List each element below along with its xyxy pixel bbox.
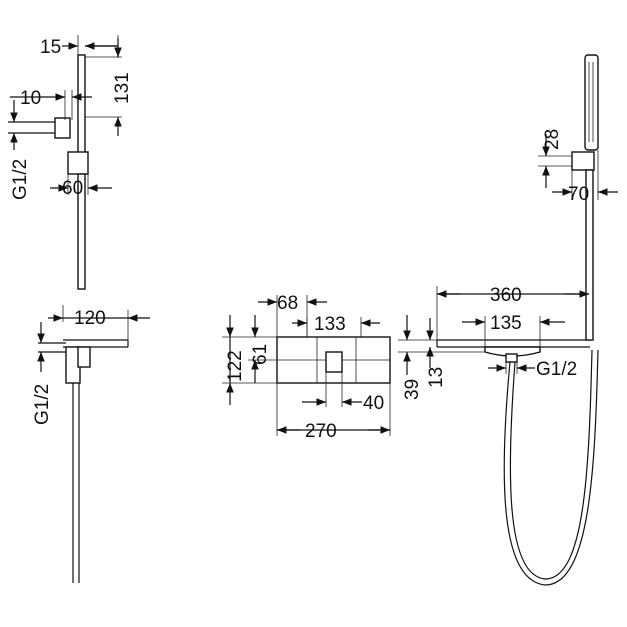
dim-label-68: 68 xyxy=(277,293,298,314)
rail-holder-block xyxy=(67,151,89,175)
dim-label-39: 39 xyxy=(402,379,423,400)
rail-bar-upper xyxy=(77,54,86,156)
dim-39: 39 xyxy=(398,315,485,400)
hand-shower xyxy=(584,54,599,151)
dim-270: 270 xyxy=(276,383,391,442)
dim-label-133: 133 xyxy=(314,314,346,335)
dim-label-15: 15 xyxy=(40,37,61,58)
dim-label-135: 135 xyxy=(490,313,522,334)
rail-bar-lower xyxy=(77,173,86,290)
dim-label-131: 131 xyxy=(112,72,133,104)
control-knob xyxy=(325,351,343,373)
dim-61: 61 xyxy=(248,315,277,383)
dim-g12-view1: G1/2 xyxy=(10,100,31,200)
dim-label-120: 120 xyxy=(74,308,106,329)
dim-28: 28 xyxy=(538,129,572,188)
dim-g12-view2: G1/2 xyxy=(32,322,53,425)
dim-label-70: 70 xyxy=(568,184,589,205)
dim-360: 360 xyxy=(436,285,589,340)
dim-15: 15 xyxy=(40,35,119,58)
dim-131: 131 xyxy=(85,38,133,136)
shower-hose-inner xyxy=(509,349,593,580)
shower-hose-outer xyxy=(503,349,599,586)
vertical-rail xyxy=(585,169,594,341)
dim-120: 120 xyxy=(48,308,150,340)
dim-label-122: 122 xyxy=(225,350,246,382)
dim-label-61: 61 xyxy=(250,344,271,365)
dim-label-g12-a: G1/2 xyxy=(10,159,31,200)
dim-label-270: 270 xyxy=(305,421,337,442)
dim-label-g12-c: G1/2 xyxy=(536,359,577,380)
wall-connector xyxy=(54,117,71,139)
dim-label-60: 60 xyxy=(62,178,83,199)
dim-10: 10 xyxy=(10,88,92,109)
spout-connector xyxy=(505,353,518,363)
dim-133: 133 xyxy=(292,314,380,337)
dim-label-28: 28 xyxy=(542,129,563,150)
dim-70: 70 xyxy=(552,150,618,205)
filler-outlet xyxy=(77,346,91,368)
dim-label-360: 360 xyxy=(490,285,522,306)
dim-122: 122 xyxy=(222,315,277,405)
dim-g12-view4: G1/2 xyxy=(488,358,577,380)
top-view-assembly xyxy=(436,54,599,586)
dim-135: 135 xyxy=(462,313,565,347)
shower-holder xyxy=(571,151,595,171)
filler-hose xyxy=(72,383,80,583)
dim-label-10: 10 xyxy=(20,88,41,109)
dim-13: 13 xyxy=(426,318,447,388)
dim-60: 60 xyxy=(50,174,112,199)
dim-40: 40 xyxy=(302,372,384,414)
dim-label-40: 40 xyxy=(363,393,384,414)
side-view-filler xyxy=(38,305,129,583)
front-view-plate xyxy=(276,336,391,384)
dim-label-g12-b: G1/2 xyxy=(32,384,53,425)
dim-label-13: 13 xyxy=(426,367,447,388)
